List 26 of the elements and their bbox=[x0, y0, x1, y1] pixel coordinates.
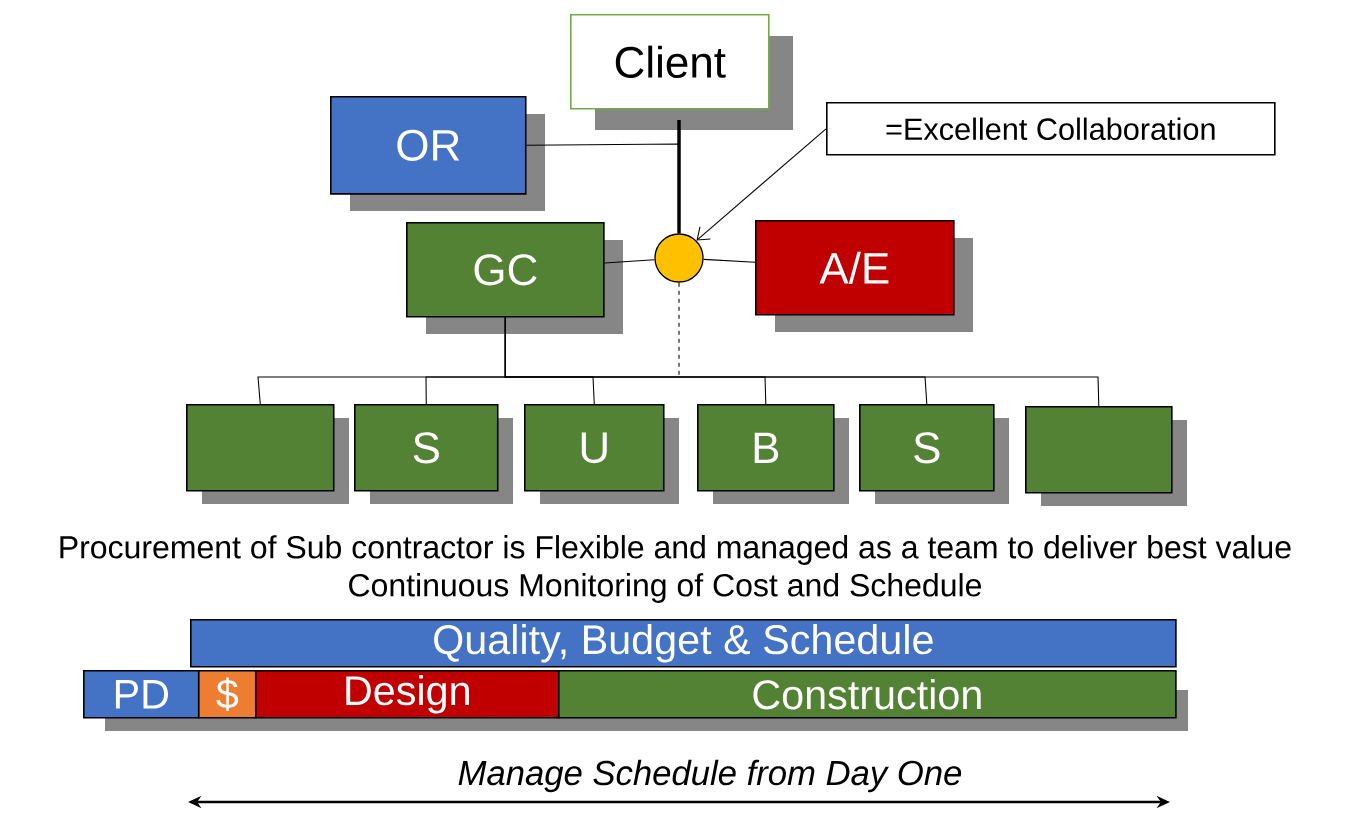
phase-bar: Design bbox=[255, 670, 560, 719]
subcontractor-box: S bbox=[354, 404, 513, 504]
junction-circle bbox=[654, 233, 704, 283]
banner-bar: Quality, Budget & Schedule bbox=[190, 619, 1177, 668]
connector-line bbox=[703, 258, 756, 263]
caption-text: Continuous Monitoring of Cost and Schedule bbox=[349, 573, 981, 603]
subcontractor-box: S bbox=[859, 404, 1009, 504]
org-box: GC bbox=[406, 222, 623, 334]
client-box: Client bbox=[570, 14, 793, 130]
connector-line bbox=[604, 259, 655, 264]
caption-text: Procurement of Sub contractor is Flexible and managed as a team to deliver best value bbox=[60, 535, 1291, 565]
subcontractor-box bbox=[186, 404, 349, 504]
subcontractor-box: U bbox=[524, 404, 679, 504]
org-box: A/E bbox=[755, 220, 973, 332]
caption-text: Manage Schedule from Day One bbox=[458, 759, 962, 793]
connector-line bbox=[526, 143, 680, 234]
connector-line bbox=[677, 120, 681, 234]
subcontractor-box: B bbox=[697, 404, 849, 504]
connector-line bbox=[504, 317, 1100, 407]
phase-bar: $ bbox=[198, 670, 257, 719]
phase-bar: Construction bbox=[558, 670, 1177, 719]
subcontractor-box bbox=[1025, 406, 1187, 506]
phase-bar: PD bbox=[83, 670, 200, 719]
arrow bbox=[696, 128, 827, 241]
legend-box: =Excellent Collaboration bbox=[826, 102, 1276, 156]
org-box: OR bbox=[330, 96, 545, 211]
